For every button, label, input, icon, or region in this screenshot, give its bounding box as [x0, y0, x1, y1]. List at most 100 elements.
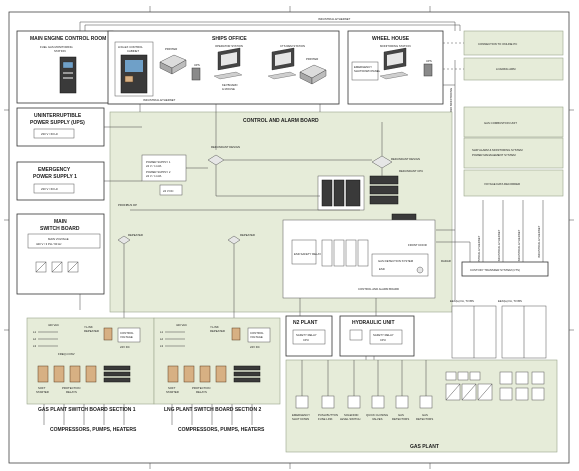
operator-station-monitor-icon — [213, 47, 243, 80]
section1-freq-icon — [103, 327, 113, 341]
esd-safety-relay — [291, 239, 317, 265]
section2-starter: STARTER — [166, 390, 179, 394]
vertical-label-d: INDUSTRIAL ETHERNET — [517, 229, 521, 262]
keyboard-label-2: & MOUSE — [222, 87, 235, 91]
relay-modules — [321, 239, 369, 267]
svg-text:SHUT DOWN: SHUT DOWN — [292, 417, 309, 421]
section1-control-voltage-1: CONTROL — [120, 331, 134, 335]
cabinet-icon — [120, 54, 148, 94]
vertical-label-a: SHIP ALARM AND MONITORING — [449, 88, 453, 130]
section1-protection: PROTECTION — [62, 386, 80, 390]
ships-office-title: SHIPS OFFICE — [212, 36, 247, 42]
section2-control-voltage-2: VOLTAGE — [250, 335, 263, 339]
right-ship-alarm-label-2: POWER MANAGEMENT SYSTEM — [472, 153, 516, 157]
engine-room-sub1: FUEL GAS MONITORING — [40, 45, 73, 49]
repeater-b-label: REPEATER — [240, 233, 255, 237]
monitoring-station-label: MONITORING STATION — [380, 44, 411, 48]
section1-soft: SOFT — [38, 386, 46, 390]
esd-safety-relay-label: ESD SAFETY RELAY — [294, 252, 321, 256]
power-supply-1-label: POWER SUPPLY 1 — [146, 160, 171, 164]
section1-freq: FREQ.CONV — [58, 352, 75, 356]
n2-inner-1: SAFETY RELAY — [296, 333, 317, 337]
right-gas-unit-label: GAS COMBUSTION UNIT — [484, 121, 517, 125]
svg-text:GAS: GAS — [422, 413, 428, 417]
monitoring-pc-icon — [59, 56, 77, 94]
front-door-label: FRONT DOOR — [408, 243, 427, 247]
cts-monitor-icon — [267, 47, 297, 80]
redundant-cpu-label: REDUNDANT CPU — [399, 169, 423, 173]
wheel-house-title: WHEEL HOUSE — [372, 36, 410, 42]
n2-plant: N2 PLANT SAFETY RELAY CPU — [285, 315, 333, 357]
field-devices — [445, 371, 545, 401]
n2-inner-2: CPU — [303, 338, 309, 342]
section2-dc: 24V DC — [250, 345, 260, 349]
section1-title: GAS PLANT SWITCH BOARD SECTION 1 — [38, 407, 136, 413]
section2-l2: L2 — [160, 337, 164, 341]
control-board-title: CONTROL AND ALARM BOARD — [243, 118, 319, 124]
main-board-title-2: SWITCH BOARD — [40, 226, 80, 232]
section1-voltage: 440 VAC — [48, 323, 59, 327]
ups-label: UPS — [194, 63, 200, 67]
vertical-label-c: INDUSTRIAL ETHERNET — [497, 229, 501, 262]
section1-relays: RELAYS — [66, 390, 77, 394]
ships-office: SHIPS OFFICE LNG-EX CONTROL CABINET PRIN… — [107, 30, 340, 105]
gas-detector-lamp-icon — [416, 266, 424, 274]
power-supply-1b-label: 24 V / 1 kVA — [146, 164, 161, 168]
custody-transfer: CUSTODY TRANSFER SYSTEM (CTS) RADAR — [441, 259, 549, 277]
svg-text:GAS: GAS — [398, 413, 404, 417]
gas-plant: GAS PLANT EMERGENCY SHUT DOWN PUSH BUTTO… — [285, 359, 558, 453]
section2-l1: L1 — [160, 330, 164, 334]
repeaters: REPEATER REPEATER — [117, 233, 255, 318]
svg-text:PUSH BUTTON: PUSH BUTTON — [318, 413, 338, 417]
svg-text:FUSE LINK: FUSE LINK — [318, 417, 333, 421]
gas-plant-item-gas-detectors-2: GAS DETECTORS — [416, 395, 433, 421]
printer2-label: PRINTER — [306, 57, 318, 61]
main-board-inner-2: 440 V / 3 PH / 60 Hz — [36, 242, 62, 246]
section2-title: LNG PLANT SWITCH BOARD SECTION 2 — [164, 407, 261, 413]
ups-inner: 230 V / 60 Hz — [41, 132, 59, 136]
radar-label: RADAR — [441, 259, 451, 263]
wheel-ups-icon — [423, 63, 433, 77]
section2-control-voltage-1: CONTROL — [250, 331, 264, 335]
esd-label: ESD — [379, 267, 385, 271]
right-conn-label: CONNECTION TO ONLINE PC — [478, 42, 517, 46]
eex-right-label: EEX(ia) IIA, T3 IBS — [498, 299, 522, 303]
section2-vtrk2: REPEATER — [210, 329, 225, 333]
section2-freq-icon — [231, 327, 241, 341]
emergency-title-2: POWER SUPPLY 1 — [33, 174, 77, 180]
top-ethernet-bus: INDUSTRIAL ETHERNET — [79, 17, 461, 31]
section1-footer: COMPRESSORS, PUMPS, HEATERS — [50, 427, 137, 433]
wheel-house-monitor-icon — [379, 47, 409, 80]
top-ethernet-label: INDUSTRIAL ETHERNET — [318, 17, 351, 21]
drawing-frame — [8, 11, 570, 464]
section2-relays: RELAYS — [196, 390, 207, 394]
power-supply-2-label: POWER SUPPLY 2 — [146, 170, 171, 174]
switch-board-section-1: 440 VAC L1 L2 L3 Y-LINK REPEATER CONTROL… — [26, 317, 155, 433]
svg-text:DETECTORS: DETECTORS — [392, 417, 409, 421]
frame-ticks — [4, 6, 574, 469]
hydraulic-title: HYDRAULIC UNIT — [352, 320, 395, 326]
lng-cabinet-label-1: LNG-EX CONTROL — [118, 45, 143, 49]
svg-text:DETECTORS: DETECTORS — [416, 417, 433, 421]
printer-icon — [159, 54, 187, 75]
wheel-ups-label: UPS — [426, 59, 432, 63]
engine-room-sub2: STATION — [54, 49, 66, 53]
svg-text:SOLENOID: SOLENOID — [344, 413, 358, 417]
switch-board-section-2: 440 VAC L1 L2 L3 Y-LINK REPEATER CONTROL… — [153, 317, 281, 433]
profibus-label: PROFIBUS DP — [118, 203, 137, 207]
switch-right-icon — [371, 155, 393, 169]
control-alarm-sub-label: CONTROL AND ALARM BOARD — [358, 287, 399, 291]
section1-vtrk: Y-LINK — [84, 325, 93, 329]
section1-starter: STARTER — [36, 390, 49, 394]
svg-text:EMERGENCY: EMERGENCY — [292, 413, 310, 417]
cts-station-label: CTS REM STATION — [280, 44, 305, 48]
vertical-label-b: INDUSTRIAL ETHERNET — [477, 235, 481, 268]
right-panel: CONNECTION TO ONLINE PC LOADING ARM GAS … — [443, 30, 564, 197]
keyboard-label-1: KEYBOARD — [222, 83, 238, 87]
gas-detection-label: GAS DETECTION SYSTEM — [378, 259, 414, 263]
ups-power-supply: UNINTERRUPTIBLE POWER SUPPLY (UPS) 230 V… — [16, 107, 105, 147]
main-board-inner-1: MAIN VOLTAGE — [48, 237, 69, 241]
svg-text:LEVEL SWITCH: LEVEL SWITCH — [340, 417, 360, 421]
control-alarm-board: CONTROL AND ALARM BOARD POWER SUPPLY 1 2… — [109, 104, 453, 313]
redundant-right-label: REDUNDANT DESIGN — [391, 157, 420, 161]
